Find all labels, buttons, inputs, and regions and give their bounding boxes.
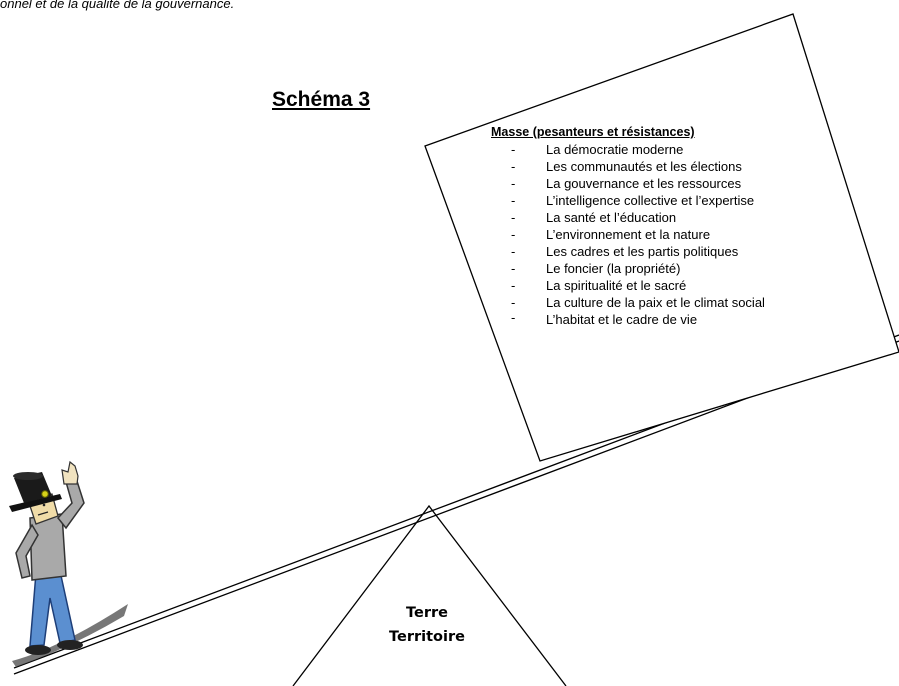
character-hand xyxy=(61,460,79,485)
character-mouth xyxy=(37,511,49,516)
character-legs xyxy=(29,570,76,647)
list-bullet: - xyxy=(511,159,516,174)
fulcrum-label-line1: Terre xyxy=(406,605,448,621)
character-hat-top xyxy=(13,472,43,480)
character-hat-badge xyxy=(41,490,49,498)
list-bullet: - xyxy=(511,261,516,276)
list-item-label: La démocratie moderne xyxy=(546,142,684,157)
list-item: - Les communautés et les élections xyxy=(491,158,851,175)
list-item-label: La santé et l’éducation xyxy=(546,210,677,225)
list-item-label: Le foncier (la propriété) xyxy=(546,261,681,276)
list-item-label: L’environnement et la nature xyxy=(546,227,711,242)
character-eye xyxy=(42,503,46,507)
character-shoe-left xyxy=(25,645,51,655)
list-bullet: - xyxy=(511,310,516,325)
character-hat-brim xyxy=(9,494,62,512)
list-item: - La culture de la paix et le climat soci… xyxy=(491,294,851,311)
list-bullet: - xyxy=(511,278,516,293)
list-item-label: La culture de la paix et le climat socia… xyxy=(546,295,765,310)
schema-title: Schéma 3 xyxy=(272,88,371,111)
list-item: - La spiritualité et le sacré xyxy=(491,277,851,294)
character-shoe-right xyxy=(57,640,83,650)
list-item: - La santé et l’éducation xyxy=(491,209,851,226)
list-item-label: La gouvernance et les ressources xyxy=(546,176,742,191)
list-item: - L’intelligence collective et l’expertis… xyxy=(491,192,851,209)
mass-list: - La démocratie moderne - Les communautés … xyxy=(491,141,851,328)
list-item-label: L’intelligence collective et l’expertise xyxy=(546,193,755,208)
list-bullet: - xyxy=(511,210,516,225)
list-bullet: - xyxy=(511,142,516,157)
list-bullet: - xyxy=(511,244,516,259)
character-figure xyxy=(9,460,128,667)
character-arm-left xyxy=(15,523,39,579)
list-item: - L’habitat et le cadre de vie xyxy=(491,310,851,328)
list-item-label: La spiritualité et le sacré xyxy=(546,278,687,293)
list-bullet: - xyxy=(511,227,516,242)
list-item: - L’environnement et la nature xyxy=(491,226,851,243)
fulcrum-triangle xyxy=(292,504,567,686)
fulcrum-label-line2: Territoire xyxy=(389,629,465,645)
list-bullet: - xyxy=(511,295,516,310)
character-arm-right xyxy=(57,477,85,530)
mass-box xyxy=(424,13,899,462)
intro-text-fragment: onnel et de la qualité de la gouvernance… xyxy=(0,0,235,11)
list-bullet: - xyxy=(511,176,516,191)
mass-box-content: Masse (pesanteurs et résistances) - La dé… xyxy=(491,124,851,328)
list-item: - La gouvernance et les ressources xyxy=(491,175,851,192)
list-bullet: - xyxy=(511,193,516,208)
list-item: - Le foncier (la propriété) xyxy=(491,260,851,277)
list-item-label: Les communautés et les élections xyxy=(546,159,742,174)
list-item-label: Les cadres et les partis politiques xyxy=(546,244,739,259)
list-item: - La démocratie moderne xyxy=(491,141,851,158)
list-item-label: L’habitat et le cadre de vie xyxy=(546,312,698,327)
fulcrum-label: Terre Territoire xyxy=(370,601,484,649)
list-item: - Les cadres et les partis politiques xyxy=(491,243,851,260)
mass-box-heading: Masse (pesanteurs et résistances) xyxy=(491,125,695,139)
